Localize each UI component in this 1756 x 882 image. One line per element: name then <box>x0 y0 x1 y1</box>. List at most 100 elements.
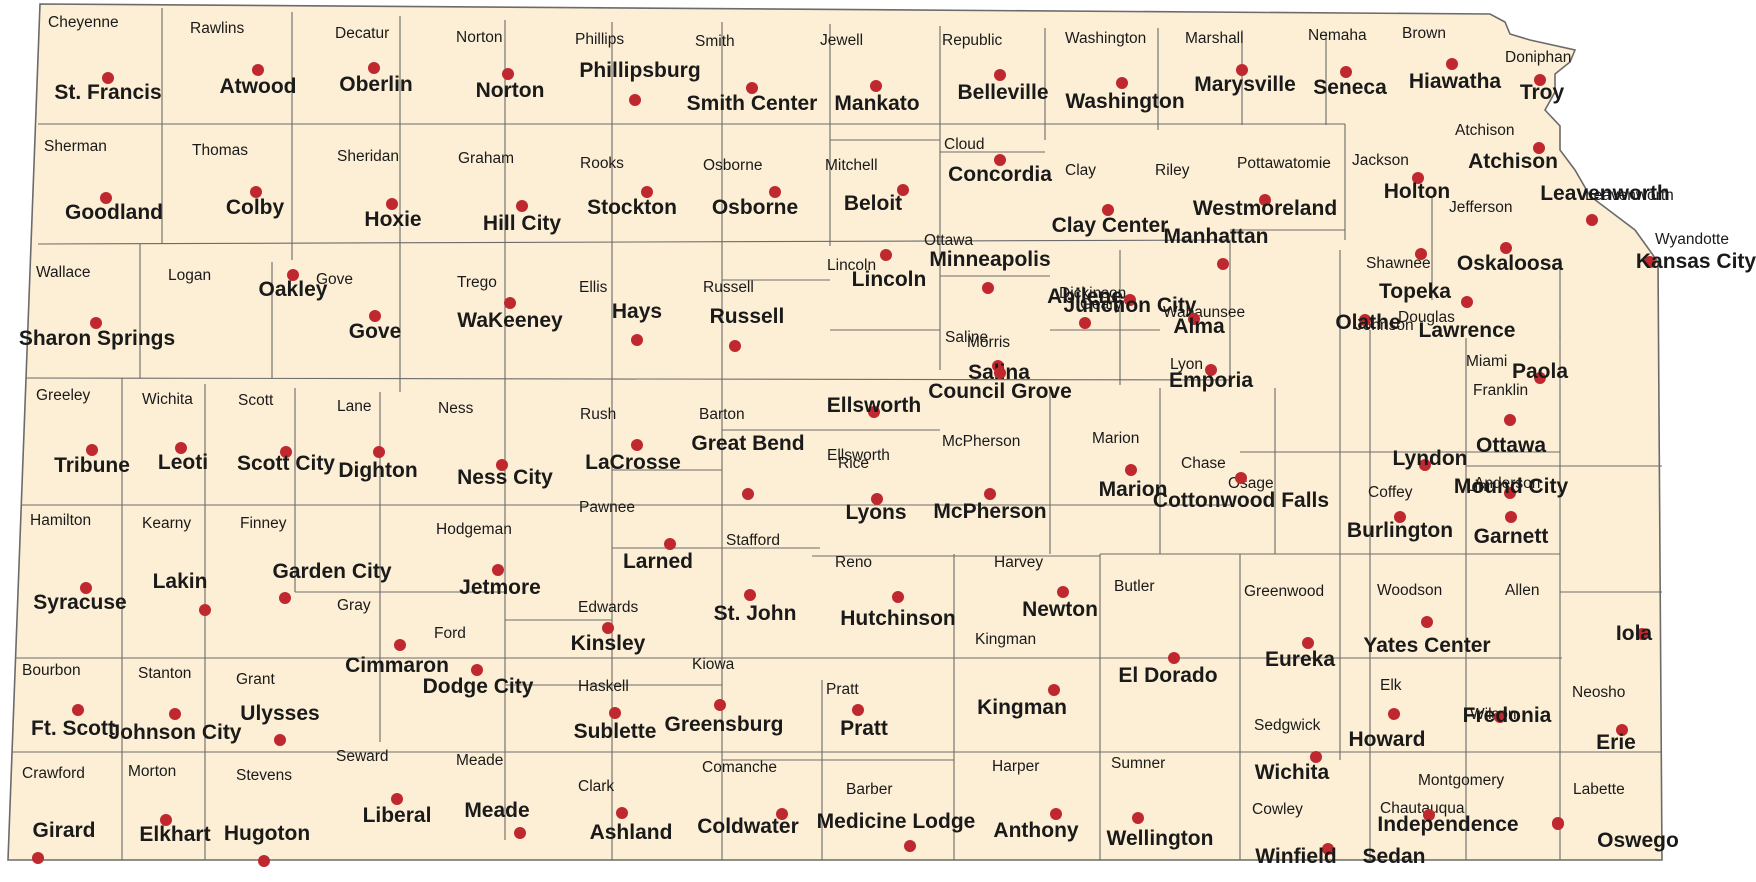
county-morton[interactable]: MortonElkhart <box>128 763 211 846</box>
county-doniphan[interactable]: DoniphanTroy <box>1505 49 1571 104</box>
county-neosho[interactable]: NeoshoErie <box>1572 684 1636 754</box>
county-wallace[interactable]: WallaceSharon Springs <box>19 264 175 350</box>
county-marion[interactable]: MarionMarion <box>1092 430 1167 501</box>
county-harper[interactable]: HarperAnthony <box>992 758 1079 842</box>
county-montgomery[interactable]: MontgomeryIndependence <box>1377 772 1564 836</box>
county-harvey[interactable]: HarveyNewton <box>994 554 1098 621</box>
county-wabaunsee[interactable]: WabaunseeAlma <box>1163 304 1245 338</box>
county-rooks[interactable]: RooksStockton <box>580 155 677 219</box>
county-mitchell[interactable]: MitchellBeloit <box>825 157 909 215</box>
county-douglas[interactable]: DouglasLawrence <box>1398 296 1515 342</box>
county-ottawa[interactable]: OttawaMinneapolis <box>924 232 1051 294</box>
county-hodgeman[interactable]: HodgemanJetmore <box>436 521 541 599</box>
county-meade[interactable]: MeadeMeade <box>456 752 530 839</box>
county-mcpherson[interactable]: McPhersonMcPherson <box>933 433 1046 523</box>
county-barber[interactable]: BarberMedicine Lodge <box>817 781 976 852</box>
county-jewell[interactable]: JewellMankato <box>820 32 920 115</box>
county-rawlins[interactable]: RawlinsAtwood <box>190 20 296 98</box>
county-barton[interactable]: BartonGreat Bend <box>691 406 805 500</box>
county-haskell[interactable]: HaskellSublette <box>574 678 657 743</box>
county-cowley[interactable]: CowleyWinfield <box>1252 801 1337 868</box>
county-lyon[interactable]: LyonEmporia <box>1169 356 1253 392</box>
county-anderson[interactable]: AndersonGarnett <box>1474 475 1549 548</box>
county-geary[interactable]: GearyJunction City <box>1063 294 1197 317</box>
county-franklin[interactable]: FranklinOttawa <box>1473 382 1546 457</box>
county-nemaha[interactable]: NemahaSeneca <box>1308 27 1387 99</box>
county-sherman[interactable]: ShermanGoodland <box>44 138 163 224</box>
county-stanton[interactable]: StantonJohnson City <box>108 665 241 744</box>
county-hamilton[interactable]: HamiltonSyracuse <box>30 512 127 614</box>
county-labette[interactable]: LabetteOswego <box>1552 781 1679 852</box>
county-pottawatomie[interactable]: PottawatomieWestmoreland <box>1193 155 1337 220</box>
county-dickinson[interactable]: DickinsonAbilene <box>1047 285 1126 329</box>
county-cloud[interactable]: CloudConcordia <box>944 136 1052 186</box>
county-greenwood[interactable]: GreenwoodEureka <box>1244 583 1335 671</box>
county-kiowa[interactable]: KiowaGreensburg <box>664 656 783 736</box>
county-graham[interactable]: GrahamHill City <box>458 150 561 235</box>
county-elk[interactable]: ElkHoward <box>1348 677 1425 751</box>
county-pratt[interactable]: PrattPratt <box>826 681 888 740</box>
county-woodson[interactable]: WoodsonYates Center <box>1363 582 1490 657</box>
county-ford[interactable]: FordDodge City <box>423 625 534 698</box>
county-morris[interactable]: MorrisCouncil Grove <box>928 334 1072 403</box>
county-trego[interactable]: TregoWaKeeney <box>457 274 563 332</box>
county-grant[interactable]: GrantUlysses <box>236 671 320 746</box>
county-reno[interactable]: RenoHutchinson <box>835 554 956 630</box>
county-sumner[interactable]: SumnerWellington <box>1107 755 1214 850</box>
county-thomas[interactable]: ThomasColby <box>192 142 284 219</box>
county-brown[interactable]: BrownHiawatha <box>1402 25 1501 93</box>
county-ness[interactable]: NessNess City <box>438 400 553 489</box>
county-coffey[interactable]: CoffeyBurlington <box>1347 484 1453 542</box>
county-russell[interactable]: RussellRussell <box>703 279 784 352</box>
county-finney[interactable]: FinneyGarden City <box>240 515 392 604</box>
county-jackson[interactable]: JacksonHolton <box>1352 152 1450 203</box>
county-logan[interactable]: LoganOakley <box>168 267 328 301</box>
county-ellis[interactable]: EllisHays <box>579 279 662 346</box>
county-stafford[interactable]: StaffordSt. John <box>714 532 797 625</box>
county-crawford[interactable]: CrawfordGirard <box>22 765 96 864</box>
county-butler[interactable]: ButlerEl Dorado <box>1114 578 1218 687</box>
county-johnson[interactable]: JohnsonOlathe <box>1335 311 1413 334</box>
county-leavenworth[interactable]: LeavenworthLeavenworth <box>1540 182 1674 226</box>
county-seward[interactable]: SewardLiberal <box>336 748 431 827</box>
county-linn[interactable]: LinnMound City <box>1454 475 1569 499</box>
county-clark[interactable]: ClarkAshland <box>578 778 672 844</box>
county-norton[interactable]: NortonNorton <box>456 29 544 102</box>
county-scott[interactable]: ScottScott City <box>237 392 335 475</box>
county-wyandotte[interactable]: WyandotteKansas City <box>1636 231 1756 273</box>
county-washington[interactable]: WashingtonWashington <box>1065 30 1185 113</box>
county-sedgwick[interactable]: SedgwickWichita <box>1254 717 1330 784</box>
county-phillips[interactable]: PhillipsPhillipsburg <box>575 31 701 106</box>
county-osborne[interactable]: OsborneOsborne <box>703 157 798 219</box>
county-stevens[interactable]: StevensHugoton <box>224 767 310 867</box>
county-chase[interactable]: ChaseCottonwood Falls <box>1153 455 1329 512</box>
county-republic[interactable]: RepublicBelleville <box>942 32 1049 104</box>
county-chautauqua[interactable]: ChautauquaSedan <box>1362 800 1464 868</box>
county-miami[interactable]: MiamiPaola <box>1466 353 1568 384</box>
county-atchison[interactable]: AtchisonAtchison <box>1455 122 1558 173</box>
county-allen[interactable]: AllenIola <box>1505 582 1652 645</box>
county-kearny[interactable]: KearnyLakin <box>142 515 211 616</box>
county-lane[interactable]: LaneDighton <box>337 398 418 482</box>
county-pawnee[interactable]: PawneeLarned <box>579 499 693 573</box>
county-shawnee[interactable]: ShawneeTopeka <box>1366 248 1451 303</box>
county-gove[interactable]: GoveGove <box>316 271 401 343</box>
county-cheyenne[interactable]: CheyenneSt. Francis <box>48 14 162 104</box>
county-sheridan[interactable]: SheridanHoxie <box>337 148 422 231</box>
county-gray[interactable]: GrayCimmaron <box>337 597 449 677</box>
county-riley[interactable]: RileyManhattan <box>1155 162 1269 270</box>
county-edwards[interactable]: EdwardsKinsley <box>571 599 646 655</box>
county-comanche[interactable]: ComancheColdwater <box>697 759 799 838</box>
county-wilson[interactable]: WilsonFredonia <box>1463 704 1552 727</box>
county-marshall[interactable]: MarshallMarysville <box>1185 30 1296 96</box>
county-greeley[interactable]: GreeleyTribune <box>36 387 130 477</box>
county-lincoln[interactable]: LincolnLincoln <box>827 249 926 291</box>
county-rush[interactable]: RushLaCrosse <box>580 406 681 474</box>
county-ellsworth[interactable]: EllsworthEllsworth <box>827 394 922 464</box>
county-decatur[interactable]: DecaturOberlin <box>335 25 413 96</box>
county-jefferson[interactable]: JeffersonOskaloosa <box>1449 199 1563 275</box>
county-kingman[interactable]: KingmanKingman <box>975 631 1067 719</box>
county-rice[interactable]: RiceLyons <box>838 455 907 524</box>
county-clay[interactable]: ClayClay Center <box>1052 162 1169 237</box>
county-smith[interactable]: SmithSmith Center <box>687 33 818 115</box>
